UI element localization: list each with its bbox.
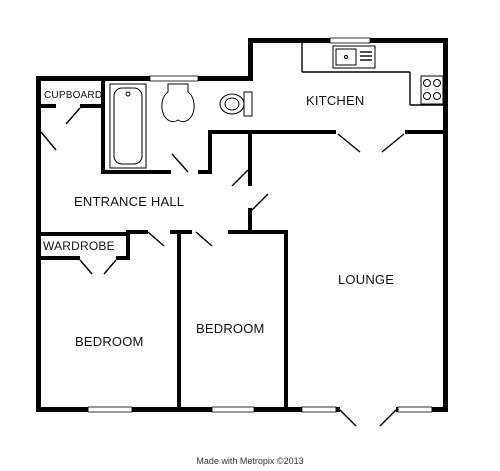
hob [420, 75, 444, 105]
door-bedroom-1 [147, 231, 165, 247]
entrance-hall-label: ENTRANCE HALL [74, 194, 184, 209]
door-bathroom [171, 153, 189, 173]
door-wardrobe-right [103, 259, 117, 275]
door-cupboard-2 [40, 131, 57, 151]
toilet [219, 91, 253, 117]
kitchen-counter [301, 43, 443, 106]
windows [87, 37, 433, 413]
door-bedroom-2 [195, 231, 213, 247]
cupboard-label: CUPBOARD [44, 90, 102, 101]
bedroom-2-label: BEDROOM [196, 321, 265, 336]
window-lounge-1 [301, 406, 337, 413]
door-hall-cupboard [231, 169, 249, 187]
lounge-label: LOUNGE [338, 272, 394, 287]
bathtub [109, 83, 147, 169]
interior-walls [36, 76, 445, 410]
kitchen-label: KITCHEN [306, 93, 364, 108]
door-cupboard [65, 107, 81, 125]
doors [40, 107, 405, 427]
door-front-right [379, 409, 397, 427]
window-bathroom [149, 75, 199, 82]
credit-text: Made with Metropix ©2013 [196, 456, 304, 466]
door-wardrobe-left [79, 259, 93, 275]
wardrobe-label: WARDROBE [43, 239, 115, 253]
bedroom-1-label: BEDROOM [75, 334, 144, 349]
window-bedroom-2 [211, 406, 255, 413]
sink [332, 45, 376, 69]
window-lounge-2 [397, 406, 433, 413]
window-bedroom-1 [87, 406, 133, 413]
basin [161, 83, 195, 123]
door-lounge [251, 193, 269, 211]
window-kitchen [329, 37, 371, 44]
door-kitchen-left [337, 133, 361, 153]
door-kitchen-right [381, 133, 405, 153]
door-front-left [339, 409, 357, 427]
